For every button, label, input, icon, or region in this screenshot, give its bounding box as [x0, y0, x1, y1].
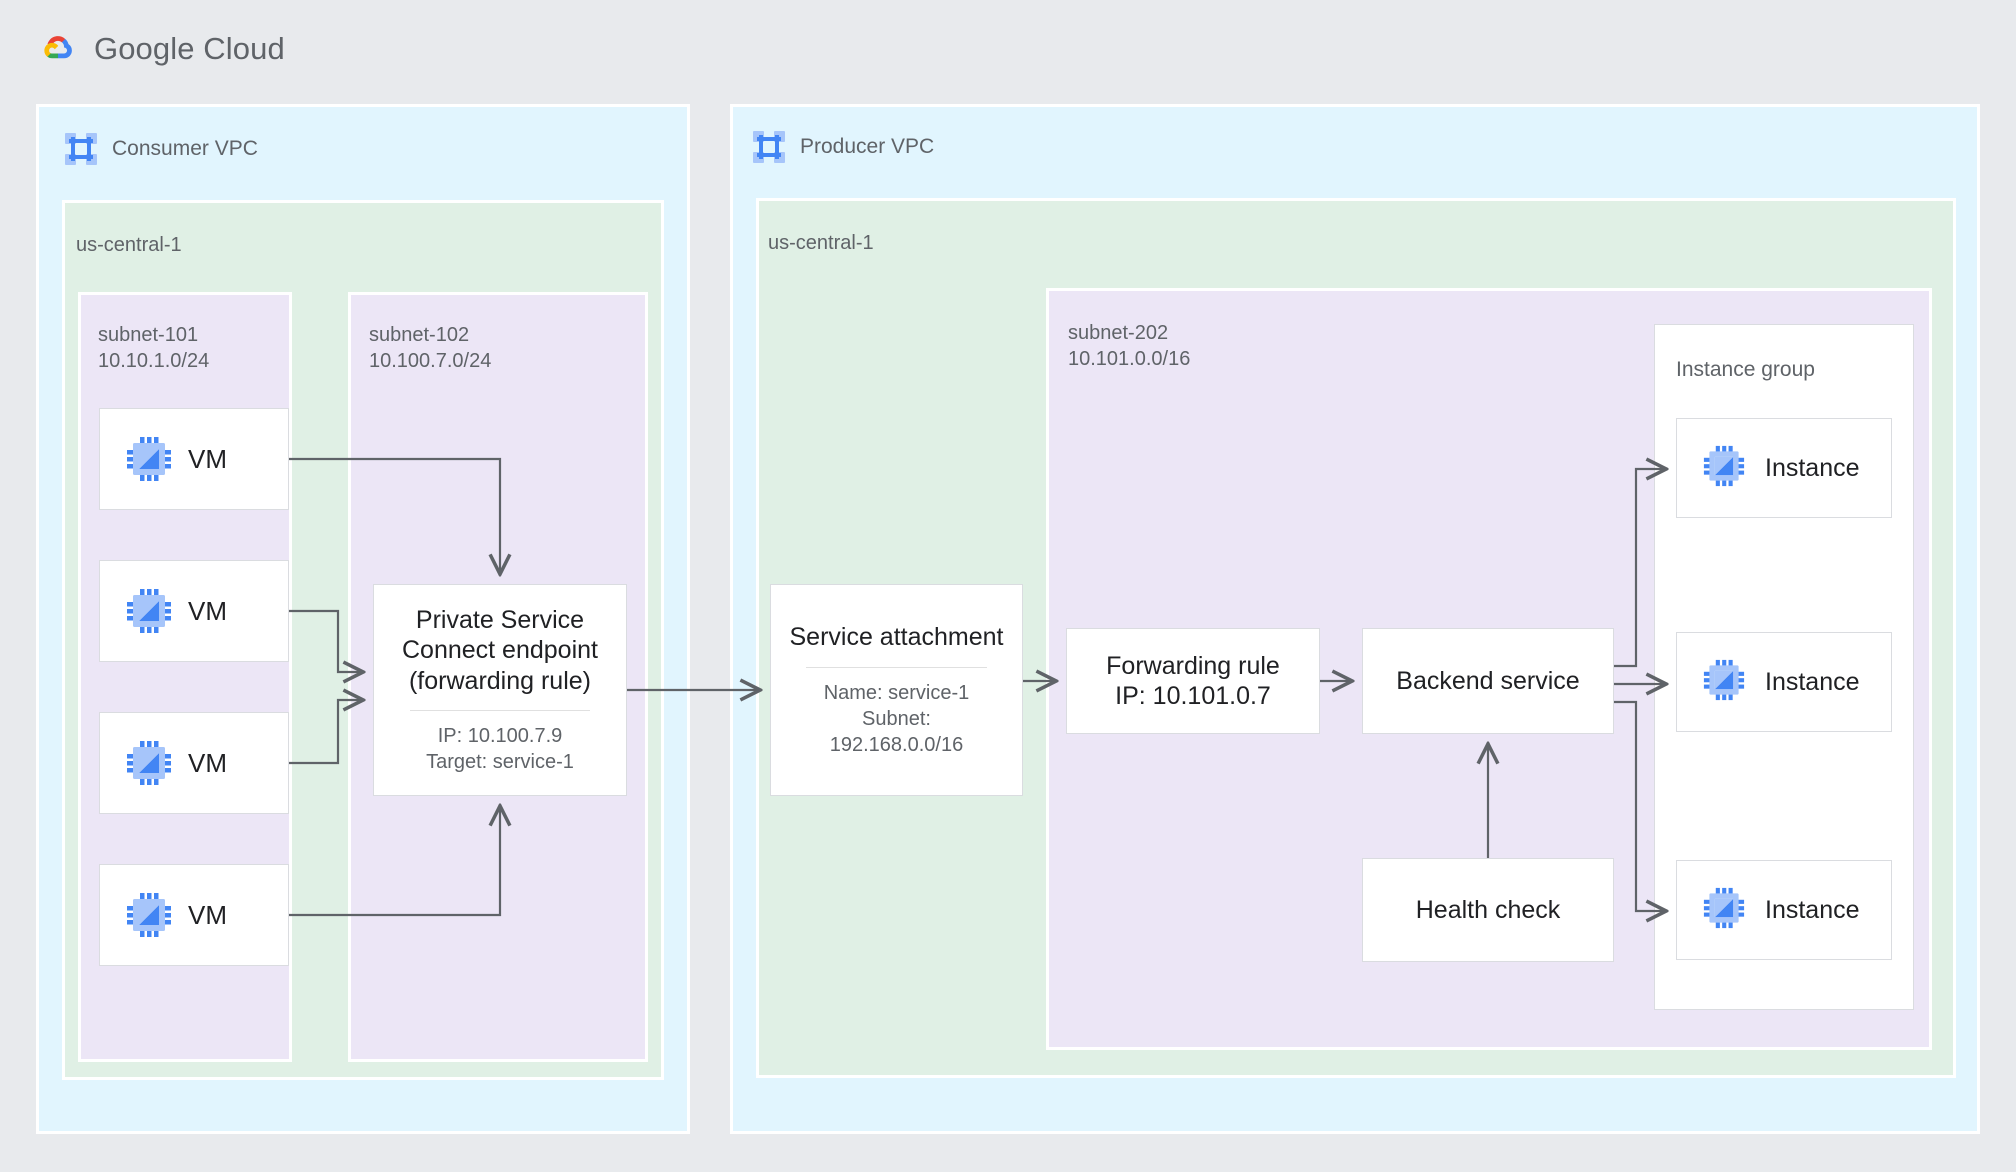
- service-attachment-subnet-cidr: 192.168.0.0/16: [829, 733, 964, 756]
- vm-label-1: VM: [188, 443, 227, 474]
- vm-label-4: VM: [188, 899, 227, 930]
- psc-endpoint-target: Target: service-1: [426, 751, 574, 774]
- subnet-101-name-text: subnet-101: [98, 324, 199, 346]
- vm-chip-icon: [126, 436, 172, 482]
- service-attachment-details: Name: service-1 Subnet: 192.168.0.0/16: [824, 680, 970, 758]
- vm-label-2: VM: [188, 595, 227, 626]
- divider: [409, 710, 591, 712]
- vm-chip-icon: [126, 740, 172, 786]
- vm-box-1[interactable]: VM: [99, 408, 289, 510]
- instance-box-3[interactable]: Instance: [1676, 860, 1892, 960]
- psc-endpoint-title: Private Service Connect endpoint (forwar…: [402, 605, 598, 697]
- vpc-network-icon: [752, 130, 786, 164]
- producer-region-label: us-central-1: [768, 232, 874, 254]
- psc-endpoint-ip: IP: 10.100.7.9: [437, 725, 563, 748]
- vpc-network-icon: [64, 132, 98, 166]
- forwarding-rule-line1: Forwarding rule: [1106, 651, 1280, 680]
- consumer-vpc-label: Consumer VPC: [112, 137, 258, 160]
- instance-box-1[interactable]: Instance: [1676, 418, 1892, 518]
- subnet-102-cidr-text: 10.100.7.0/24: [369, 350, 492, 373]
- backend-service-label: Backend service: [1396, 666, 1580, 695]
- forwarding-rule-text: Forwarding rule IP: 10.101.0.7: [1106, 651, 1280, 712]
- brand-header: Google Cloud: [34, 26, 285, 72]
- consumer-vpc-title: Consumer VPC: [64, 132, 258, 166]
- producer-vpc-title: Producer VPC: [752, 130, 934, 164]
- vm-box-4[interactable]: VM: [99, 864, 289, 966]
- subnet-102-label: subnet-102 10.100.7.0/24: [369, 322, 491, 375]
- subnet-101-cidr-text: 10.10.1.0/24: [98, 350, 210, 373]
- health-check-label: Health check: [1415, 895, 1561, 924]
- subnet-102-name-text: subnet-102: [369, 324, 470, 346]
- psc-endpoint-details: IP: 10.100.7.9 Target: service-1: [426, 723, 574, 775]
- brand-primary: Google: [94, 31, 195, 66]
- psc-endpoint-title-line1: Private Service: [415, 605, 585, 634]
- forwarding-rule-node[interactable]: Forwarding rule IP: 10.101.0.7: [1066, 628, 1320, 734]
- instance-group-label: Instance group: [1676, 358, 1815, 381]
- service-attachment-name: Name: service-1: [823, 681, 970, 704]
- vm-chip-icon: [1703, 887, 1749, 933]
- vm-box-2[interactable]: VM: [99, 560, 289, 662]
- instance-label-1: Instance: [1765, 453, 1860, 482]
- subnet-202-label: subnet-202 10.101.0.0/16: [1068, 320, 1190, 373]
- vm-chip-icon: [1703, 659, 1749, 705]
- brand-secondary: Cloud: [203, 31, 285, 66]
- health-check-node[interactable]: Health check: [1362, 858, 1614, 962]
- vm-label-3: VM: [188, 747, 227, 778]
- brand-title: Google Cloud: [94, 31, 285, 67]
- divider: [806, 666, 987, 668]
- vm-chip-icon: [126, 588, 172, 634]
- subnet-202-name-text: subnet-202: [1068, 322, 1169, 344]
- service-attachment-title: Service attachment: [789, 623, 1004, 652]
- instance-box-2[interactable]: Instance: [1676, 632, 1892, 732]
- google-cloud-logo-icon: [34, 26, 80, 72]
- service-attachment-node[interactable]: Service attachment Name: service-1 Subne…: [770, 584, 1023, 796]
- vm-chip-icon: [1703, 445, 1749, 491]
- psc-endpoint-title-line3: (forwarding rule): [408, 666, 591, 695]
- service-attachment-subnet-label: Subnet:: [862, 707, 931, 730]
- instance-label-2: Instance: [1765, 667, 1860, 696]
- consumer-region-label: us-central-1: [76, 234, 182, 256]
- producer-vpc-label: Producer VPC: [800, 135, 935, 158]
- psc-endpoint-node[interactable]: Private Service Connect endpoint (forwar…: [373, 584, 627, 796]
- backend-service-node[interactable]: Backend service: [1362, 628, 1614, 734]
- instance-label-3: Instance: [1765, 895, 1860, 924]
- subnet-101-label: VM subnet-101 10.10.1.0/24: [98, 322, 209, 375]
- forwarding-rule-line2: IP: 10.101.0.7: [1115, 682, 1271, 710]
- subnet-202-cidr-text: 10.101.0.0/16: [1068, 348, 1191, 371]
- vm-box-3[interactable]: VM: [99, 712, 289, 814]
- vm-chip-icon: [126, 892, 172, 938]
- psc-endpoint-title-line2: Connect endpoint: [402, 636, 598, 665]
